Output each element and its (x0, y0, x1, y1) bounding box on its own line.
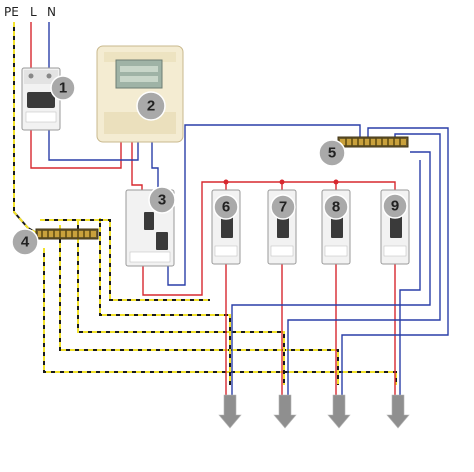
svg-text:1: 1 (59, 80, 67, 97)
svg-text:9: 9 (391, 198, 399, 215)
badge-7: 7 (270, 194, 296, 220)
pe-wires (13, 22, 397, 385)
output-arrows (218, 394, 410, 429)
badge-4: 4 (11, 228, 39, 256)
svg-text:5: 5 (328, 145, 336, 162)
badge-1: 1 (50, 75, 76, 101)
badge-5: 5 (318, 139, 346, 167)
badge-2: 2 (136, 91, 166, 121)
svg-text:8: 8 (332, 199, 340, 216)
neutral-busbar (337, 136, 409, 148)
junction-dots (223, 179, 339, 185)
label-pe: PE (4, 5, 19, 19)
phase-wires (30, 22, 396, 395)
svg-text:3: 3 (158, 192, 166, 209)
badge-3: 3 (148, 186, 176, 214)
svg-text:6: 6 (222, 199, 230, 216)
neutral-wires (48, 22, 449, 395)
label-n: N (47, 5, 56, 19)
svg-text:4: 4 (21, 234, 30, 251)
energy-meter (96, 45, 184, 143)
badge-9: 9 (382, 193, 408, 219)
svg-text:2: 2 (147, 98, 155, 115)
main-breaker (21, 67, 61, 131)
badge-8: 8 (323, 194, 349, 220)
label-l: L (30, 5, 37, 19)
badge-6: 6 (213, 194, 239, 220)
pe-busbar (35, 228, 99, 240)
svg-text:7: 7 (279, 199, 287, 216)
